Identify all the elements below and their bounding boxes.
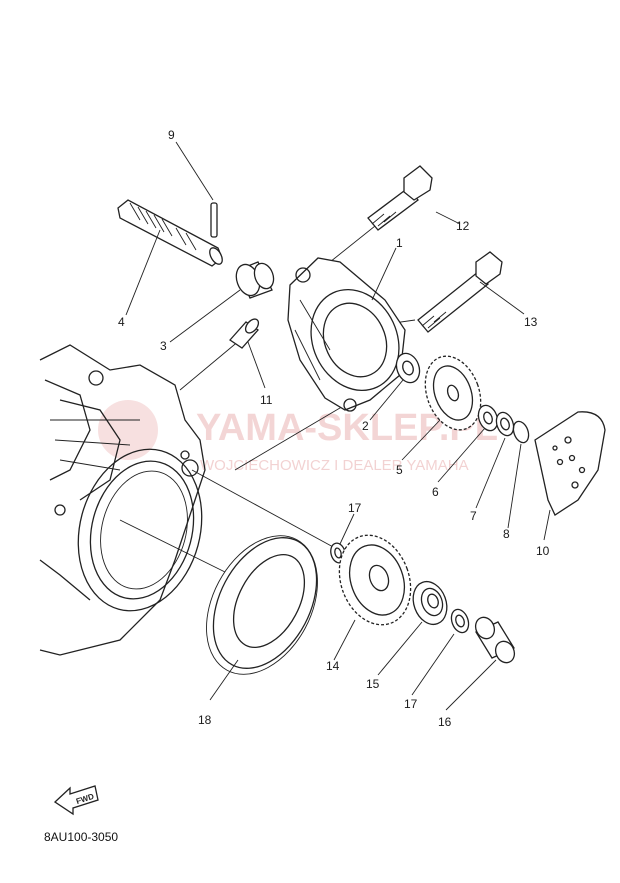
diagram-code: 8AU100-3050 (44, 830, 118, 844)
callout-6: 6 (432, 485, 439, 499)
part-worm-shaft (117, 199, 223, 267)
part-pin-16 (474, 616, 516, 664)
callout-2: 2 (362, 419, 369, 433)
part-gear (338, 534, 412, 626)
part-oil-seal (395, 352, 421, 384)
part-gasket (206, 535, 318, 675)
callout-14: 14 (326, 659, 340, 673)
callout-8: 8 (503, 527, 510, 541)
callout-12: 12 (456, 219, 470, 233)
part-washer (477, 404, 499, 432)
watermark-subtitle: WOJCIECHOWICZ I DEALER YAMAHA (200, 457, 469, 474)
part-bolt-12 (367, 165, 433, 231)
callout-11: 11 (260, 393, 273, 407)
part-washer-17-lower (450, 608, 470, 634)
callout-10: 10 (536, 544, 550, 558)
callout-7: 7 (470, 509, 477, 523)
callout-1: 1 (396, 236, 403, 250)
part-pump-housing (287, 257, 406, 412)
part-bolt-13 (417, 251, 503, 333)
watermark-logo (98, 400, 158, 460)
callout-9: 9 (168, 128, 175, 142)
callout-4: 4 (118, 315, 125, 329)
part-bearing (412, 580, 448, 626)
callout-3: 3 (160, 339, 167, 353)
part-washer-7 (495, 411, 515, 437)
callout-labels: 9 4 3 11 1 2 5 6 7 8 10 12 13 17 14 15 1… (118, 128, 550, 729)
watermark: YAMA-SKLEP.PL WOJCIECHOWICZ I DEALER YAM… (98, 400, 498, 474)
callout-13: 13 (524, 315, 538, 329)
crankcase-housing (39, 344, 206, 656)
part-dowel (229, 318, 260, 349)
part-bushing (235, 261, 275, 299)
callout-17-lower: 17 (404, 697, 418, 711)
part-circlip (512, 420, 530, 444)
callout-18: 18 (198, 713, 212, 727)
forward-arrow-icon: FWD (53, 785, 99, 816)
callout-5: 5 (396, 463, 403, 477)
callout-15: 15 (366, 677, 380, 691)
callout-16: 16 (438, 715, 452, 729)
callout-17-upper: 17 (348, 501, 362, 515)
alignment-lines (119, 209, 416, 573)
part-sprocket (424, 355, 482, 431)
callout-leaders (125, 141, 551, 711)
part-pin (210, 202, 218, 238)
part-plate (534, 411, 606, 516)
